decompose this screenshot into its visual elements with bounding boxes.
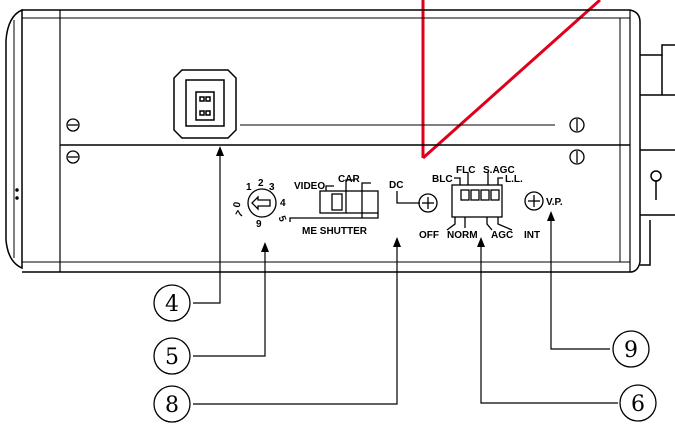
lens-mount — [640, 44, 675, 266]
svg-text:6: 6 — [631, 392, 645, 417]
screw-top-right — [569, 117, 585, 133]
label-dc: DC — [389, 180, 403, 191]
dial-digit: 1 — [246, 182, 252, 193]
dial-digit: 5 — [275, 214, 287, 223]
dial-digits: 2 1 0 7 9 5 4 3 — [232, 178, 288, 230]
vp-potentiometer[interactable] — [524, 191, 544, 211]
shutter-switch[interactable] — [319, 190, 379, 214]
callout-6: 6 — [619, 384, 657, 422]
callout-5: 5 — [153, 337, 191, 375]
dip-switch[interactable] — [451, 184, 503, 218]
dial-digit: 7 — [234, 209, 247, 220]
callout-4: 4 — [153, 284, 191, 322]
callout-8: 8 — [153, 385, 191, 423]
svg-text:5: 5 — [165, 345, 179, 370]
callout-leaders — [193, 152, 618, 405]
label-off: OFF — [419, 230, 439, 241]
label-flc: FLC — [456, 165, 475, 176]
callout-9: 9 — [612, 330, 650, 368]
dial-digit: 0 — [232, 201, 244, 209]
arrowheads — [216, 146, 555, 252]
dial-digit: 3 — [269, 182, 275, 193]
label-norm: NORM — [447, 230, 478, 241]
power-connector — [173, 69, 237, 139]
dial-digit: 4 — [280, 198, 286, 209]
label-agc: AGC — [491, 230, 513, 241]
camera-body — [5, 8, 641, 273]
svg-text:9: 9 — [624, 338, 638, 363]
svg-text:4: 4 — [165, 292, 179, 317]
dc-potentiometer[interactable] — [396, 191, 438, 213]
dial-digit: 9 — [256, 219, 262, 230]
screw-mid-right — [569, 149, 585, 165]
label-me-shutter: ME SHUTTER — [302, 226, 368, 237]
label-video: VIDEO — [294, 181, 325, 192]
label-ll: L.L. — [505, 174, 523, 185]
screw-top-left — [66, 118, 80, 132]
dial-digit: 2 — [258, 178, 264, 189]
label-s-agc: S.AGC — [483, 165, 515, 176]
label-car: CAR — [338, 174, 360, 185]
svg-text:8: 8 — [165, 393, 179, 418]
label-blc: BLC — [432, 174, 453, 185]
screw-mid-left — [66, 150, 80, 164]
switch-leaders — [289, 179, 379, 222]
label-vp: V.P. — [546, 197, 563, 208]
label-int: INT — [524, 230, 540, 241]
red-pointer — [421, 0, 601, 160]
rotary-dial[interactable] — [247, 188, 277, 218]
dip-leaders — [446, 172, 513, 231]
